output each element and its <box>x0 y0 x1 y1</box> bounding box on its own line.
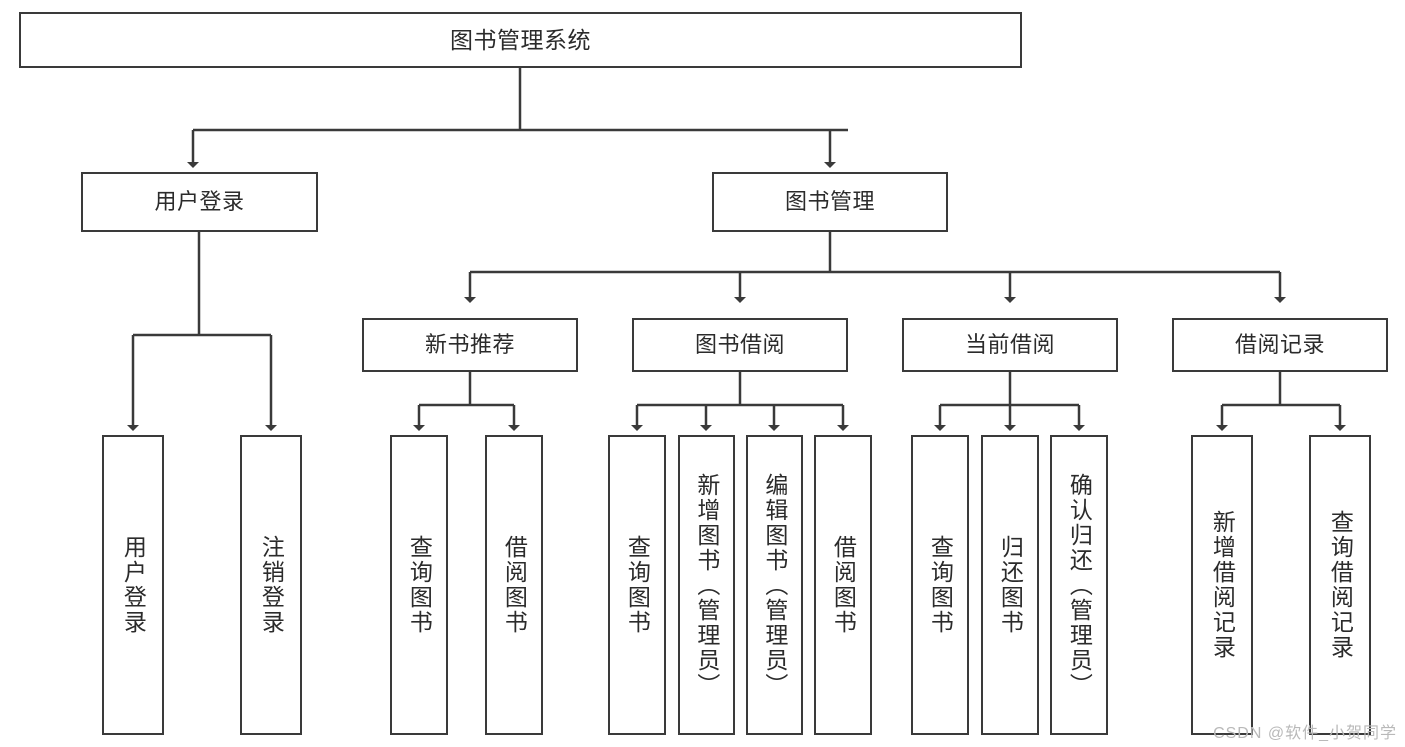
node-leaf-borrow-book[interactable]: 借阅图书 <box>814 435 872 735</box>
node-leaf-query-book-recommend[interactable]: 查询图书 <box>390 435 448 735</box>
node-leaf-query-borrow-record[interactable]: 查询借阅记录 <box>1309 435 1371 735</box>
node-label: 借阅记录 <box>1234 332 1325 358</box>
node-root-book-management-system[interactable]: 图书管理系统 <box>19 12 1022 68</box>
node-label: 确认归还（管理员） <box>1066 472 1093 698</box>
node-leaf-confirm-return-admin[interactable]: 确认归还（管理员） <box>1050 435 1108 735</box>
node-label: 图书管理 <box>784 189 875 215</box>
node-label: 借阅图书 <box>830 535 857 635</box>
node-label: 当前借阅 <box>964 332 1055 358</box>
node-user-login[interactable]: 用户登录 <box>81 172 318 232</box>
node-label: 用户登录 <box>154 189 245 215</box>
node-book-borrow[interactable]: 图书借阅 <box>632 318 848 372</box>
node-leaf-add-book-admin[interactable]: 新增图书（管理员） <box>678 435 735 735</box>
node-leaf-query-book-current[interactable]: 查询图书 <box>911 435 969 735</box>
node-label: 查询图书 <box>927 535 954 635</box>
node-leaf-edit-book-admin[interactable]: 编辑图书（管理员） <box>746 435 803 735</box>
node-leaf-logout-login[interactable]: 注销登录 <box>240 435 302 735</box>
node-leaf-add-borrow-record[interactable]: 新增借阅记录 <box>1191 435 1253 735</box>
node-label: 查询借阅记录 <box>1327 510 1354 660</box>
node-label: 新增借阅记录 <box>1209 510 1236 660</box>
node-label: 用户登录 <box>120 535 147 635</box>
node-label: 新增图书（管理员） <box>693 472 720 698</box>
node-label: 图书借阅 <box>694 332 785 358</box>
node-label: 借阅图书 <box>501 535 528 635</box>
node-label: 编辑图书（管理员） <box>761 472 788 698</box>
node-label: 图书管理系统 <box>450 26 591 53</box>
node-new-book-recommend[interactable]: 新书推荐 <box>362 318 578 372</box>
node-leaf-borrow-book-recommend[interactable]: 借阅图书 <box>485 435 543 735</box>
node-label: 查询图书 <box>624 535 651 635</box>
node-book-management[interactable]: 图书管理 <box>712 172 948 232</box>
node-borrow-record[interactable]: 借阅记录 <box>1172 318 1388 372</box>
node-label: 注销登录 <box>258 535 285 635</box>
node-leaf-query-book-borrow[interactable]: 查询图书 <box>608 435 666 735</box>
node-current-borrow[interactable]: 当前借阅 <box>902 318 1118 372</box>
node-leaf-return-book[interactable]: 归还图书 <box>981 435 1039 735</box>
node-label: 新书推荐 <box>424 332 515 358</box>
node-leaf-user-login[interactable]: 用户登录 <box>102 435 164 735</box>
node-label: 归还图书 <box>997 535 1024 635</box>
node-label: 查询图书 <box>406 535 433 635</box>
csdn-watermark: CSDN @软件_小贺同学 <box>1213 725 1397 742</box>
